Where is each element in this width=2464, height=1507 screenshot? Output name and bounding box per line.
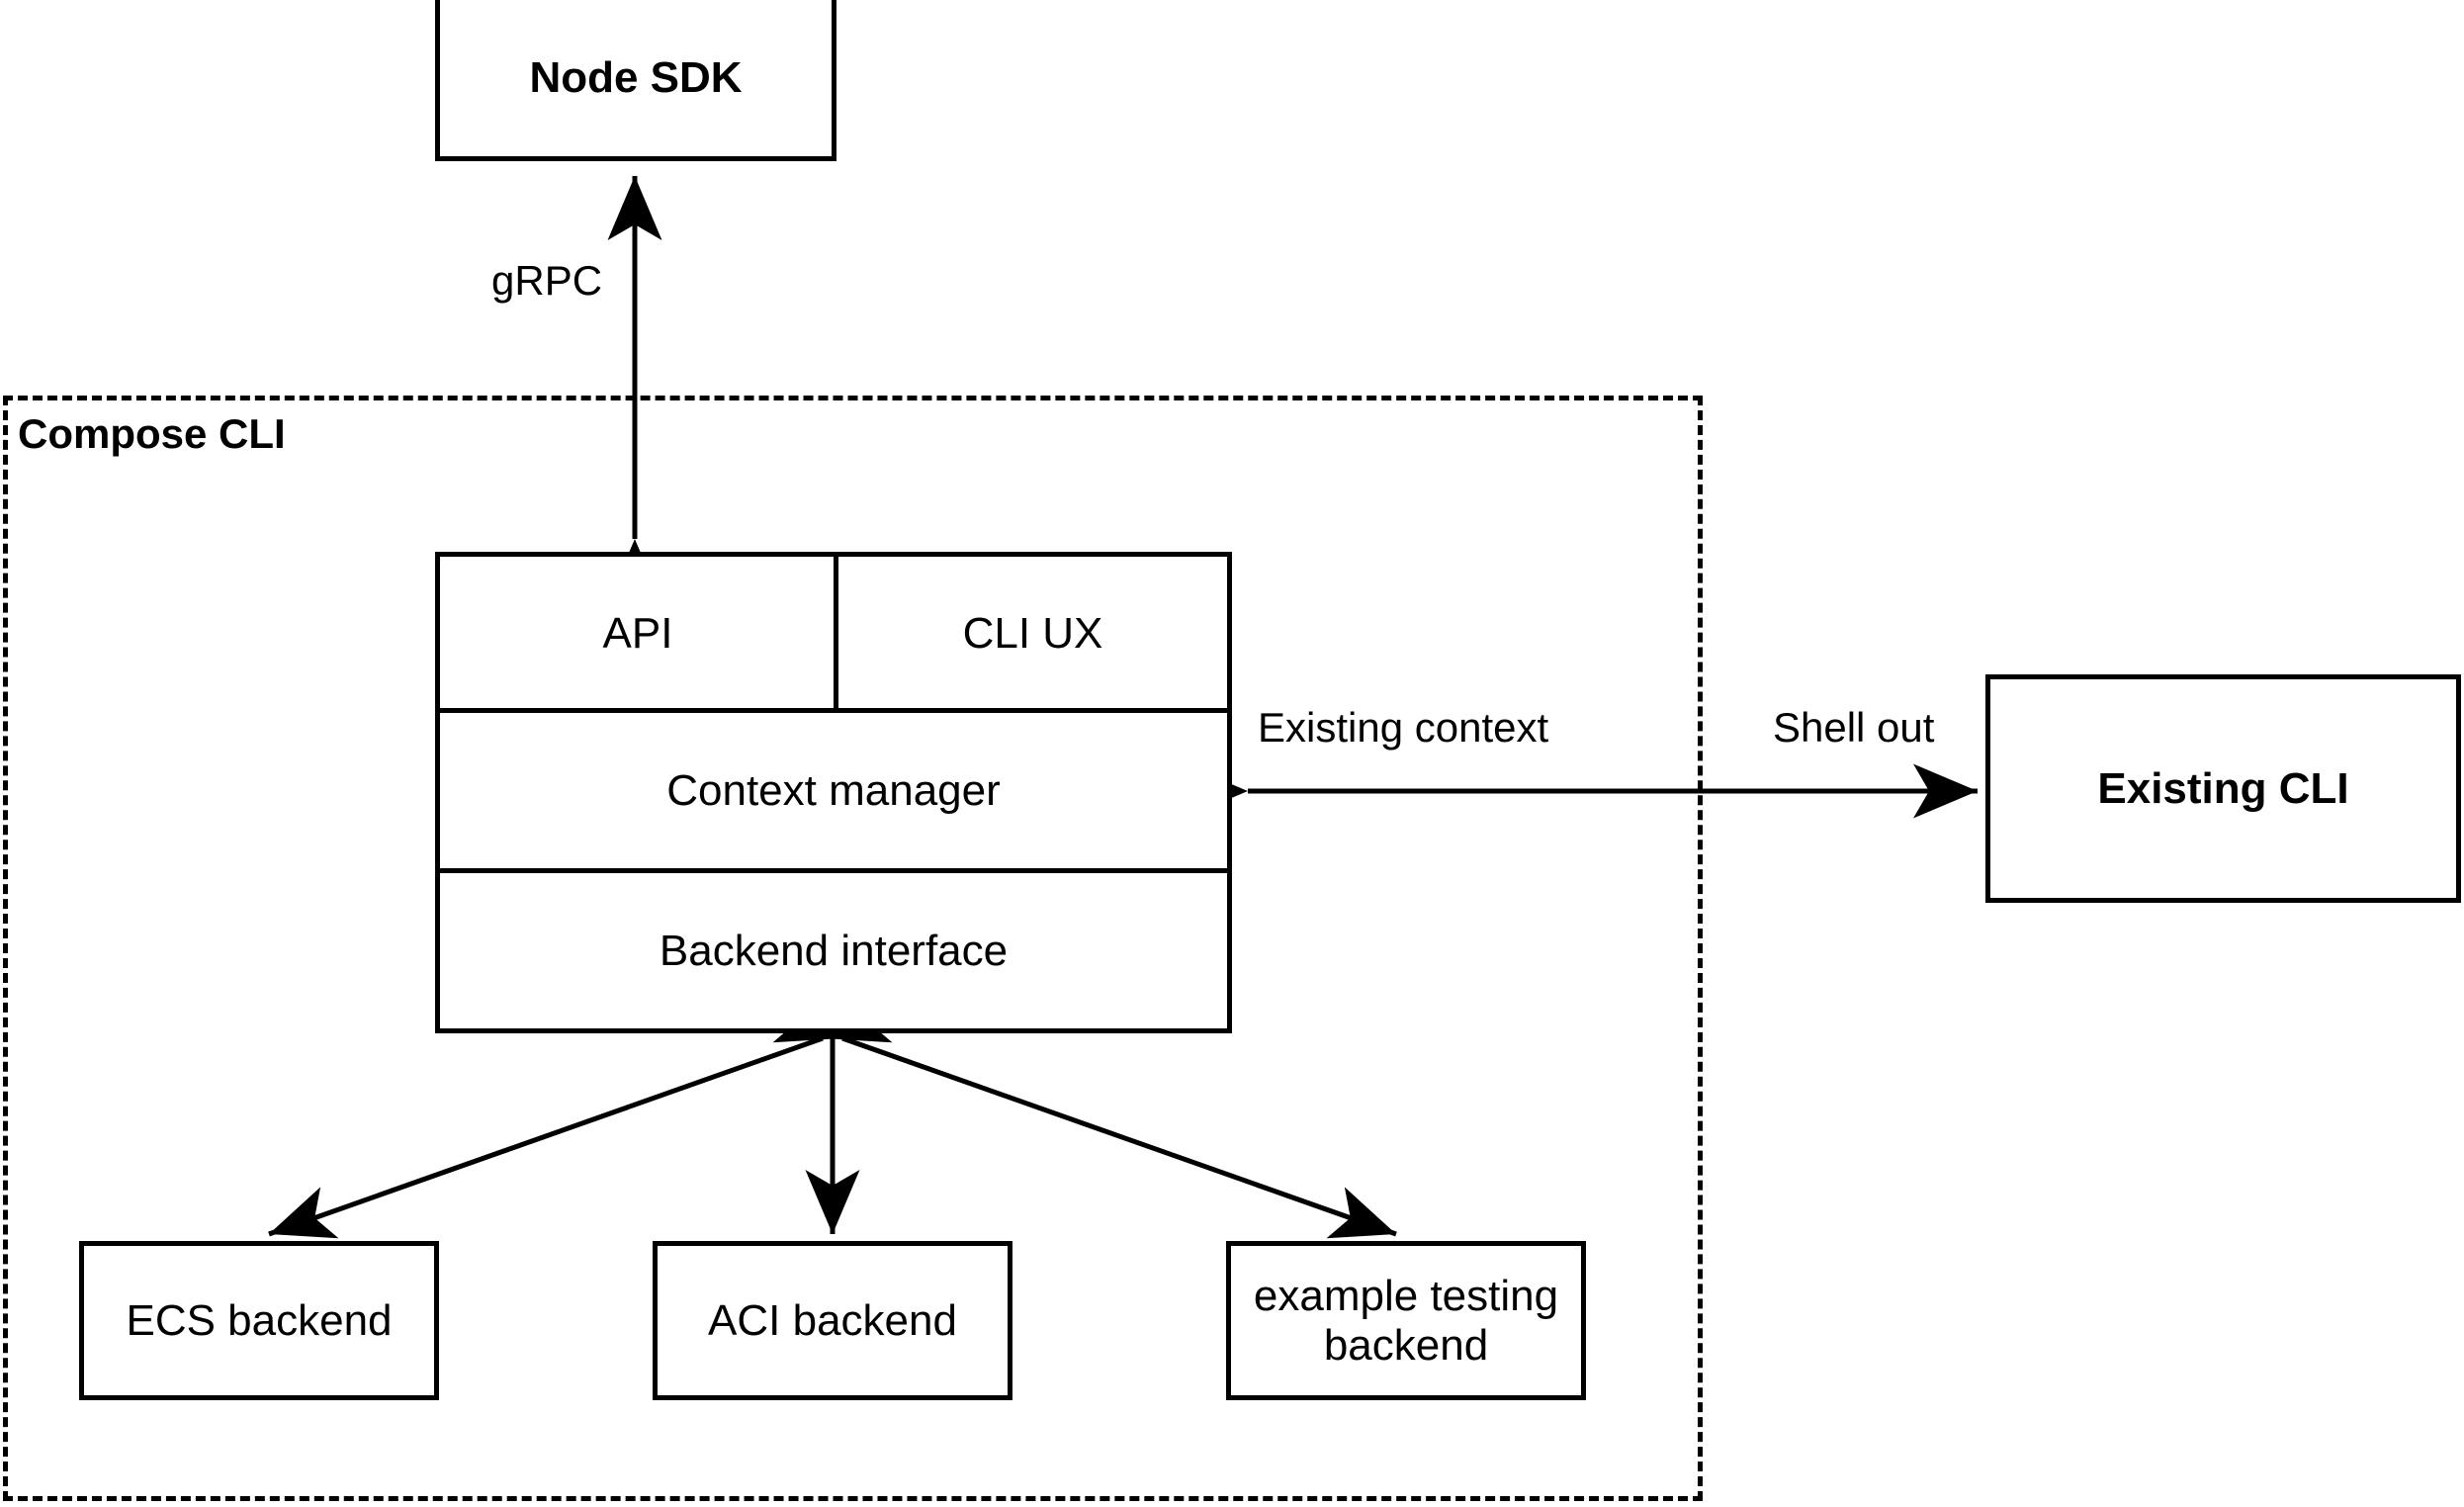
context-manager-label: Context manager bbox=[666, 765, 1001, 815]
example-testing-backend-label-line1: example testing bbox=[1253, 1272, 1559, 1321]
node-sdk-label: Node SDK bbox=[529, 53, 743, 103]
stack-divider-top bbox=[435, 708, 1232, 713]
compose-cli-group-label: Compose CLI bbox=[18, 410, 286, 457]
aci-backend-box[interactable]: ACI backend bbox=[653, 1241, 1012, 1400]
aci-backend-label: ACI backend bbox=[708, 1295, 957, 1345]
cli-ux-cell[interactable]: CLI UX bbox=[838, 557, 1227, 710]
api-label: API bbox=[602, 608, 673, 658]
existing-cli-box[interactable]: Existing CLI bbox=[1985, 674, 2461, 903]
backend-to-example-connector bbox=[772, 991, 1397, 1239]
context-manager-cell[interactable]: Context manager bbox=[440, 713, 1227, 868]
grpc-edge-label: gRPC bbox=[491, 257, 603, 304]
api-cli-ux-divider bbox=[834, 552, 838, 710]
ecs-backend-label: ECS backend bbox=[126, 1295, 393, 1345]
cli-ux-label: CLI UX bbox=[962, 608, 1103, 658]
example-testing-backend-label-line2: backend bbox=[1323, 1320, 1489, 1370]
backend-interface-label: Backend interface bbox=[659, 926, 1009, 975]
backend-to-ecs-connector bbox=[268, 991, 893, 1239]
compose-cli-group-boundary bbox=[3, 396, 1703, 1501]
backend-interface-cell[interactable]: Backend interface bbox=[440, 873, 1227, 1028]
existing-cli-label: Existing CLI bbox=[2097, 763, 2349, 813]
example-testing-backend-box[interactable]: example testing backend bbox=[1226, 1241, 1586, 1400]
stack-divider-bottom bbox=[435, 868, 1232, 873]
shell-out-edge-label: Shell out bbox=[1773, 704, 1935, 751]
api-cell[interactable]: API bbox=[440, 557, 836, 710]
existing-context-edge-label: Existing context bbox=[1258, 704, 1549, 751]
ecs-backend-box[interactable]: ECS backend bbox=[79, 1241, 439, 1400]
node-sdk-box[interactable]: Node SDK bbox=[435, 0, 836, 161]
